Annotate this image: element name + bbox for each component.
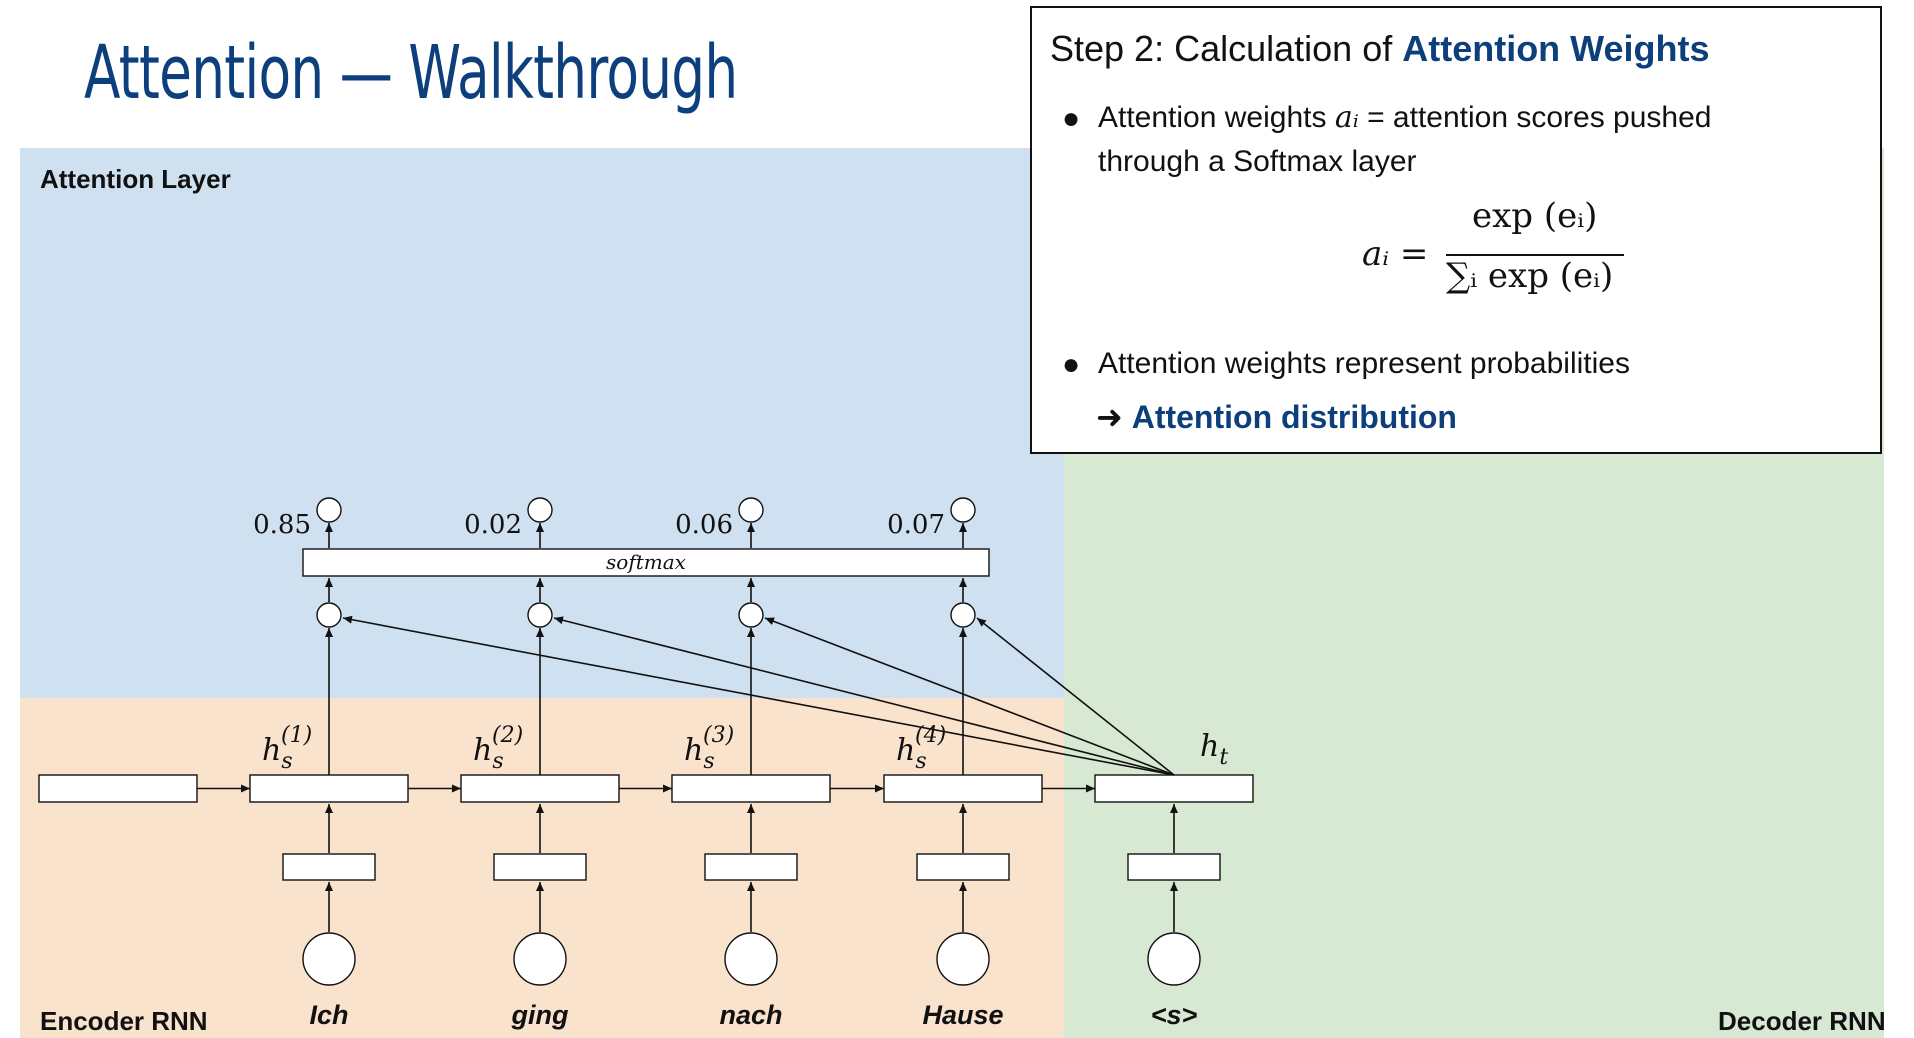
- attention-score-circle: [527, 602, 553, 628]
- encoder-rnn-label: Encoder RNN: [40, 1006, 208, 1036]
- bullet-dot-2: ●: [1062, 348, 1081, 381]
- formula-numerator: exp (eᵢ): [1472, 196, 1598, 236]
- input-token-circle: [513, 932, 567, 986]
- arrow-right-icon: ➜: [1096, 399, 1123, 435]
- decoder-query-arrow: [553, 616, 1175, 776]
- attention-score-circle: [316, 602, 342, 628]
- softmax-box: [302, 548, 990, 577]
- embedding-box: [704, 853, 798, 881]
- bullet1-var: aᵢ: [1334, 100, 1359, 135]
- input-token-circle: [1147, 932, 1201, 986]
- attention-weight-value: 0.85: [253, 510, 311, 540]
- input-word-4: Hause: [922, 1000, 1004, 1030]
- decoder-rnn-label: Decoder RNN: [1718, 1006, 1886, 1036]
- decoder-query-arrow: [764, 617, 1175, 776]
- bullet1-post: = attention scores pushed: [1358, 101, 1712, 134]
- conclusion-line: ➜ Attention distribution: [1096, 398, 1457, 436]
- step-panel: Step 2: Calculation of Attention Weights…: [1030, 6, 1882, 454]
- formula-denominator: ∑ᵢ exp (eᵢ): [1446, 256, 1614, 296]
- decoder-input-word: <s>: [1150, 1000, 1198, 1030]
- attention-weight-circle: [316, 497, 342, 523]
- decoder-region-right-strip: [1884, 148, 1914, 1038]
- encoder-state-superscript: (3): [703, 723, 734, 748]
- softmax-label: softmax: [606, 550, 686, 574]
- decoder-state-box: [1094, 774, 1254, 803]
- formula-fraction-bar: [1446, 254, 1624, 256]
- embedding-box: [493, 853, 587, 881]
- panel-heading: Step 2: Calculation of Attention Weights: [1050, 28, 1710, 70]
- attention-score-circle: [738, 602, 764, 628]
- encoder-state-box: [460, 774, 620, 803]
- attention-weight-circle: [527, 497, 553, 523]
- input-word-3: nach: [719, 1000, 783, 1030]
- diagram-shapes: softmax0.85hs(1)0.02hs(2)0.06hs(3)0.07hs…: [38, 497, 1254, 986]
- encoder-state-box: [883, 774, 1043, 803]
- encoder-init-state-box: [38, 774, 198, 803]
- page-title: Attention — Walkthrough: [84, 30, 738, 116]
- encoder-state-superscript: (4): [915, 723, 946, 748]
- encoder-state-box: [671, 774, 831, 803]
- panel-heading-prefix: Step 2: Calculation of: [1050, 28, 1403, 69]
- attention-weight-value: 0.07: [887, 510, 945, 540]
- input-token-circle: [724, 932, 778, 986]
- attention-weight-value: 0.06: [675, 510, 733, 540]
- decoder-query-arrow: [342, 615, 1175, 776]
- input-word-2: ging: [511, 1000, 569, 1030]
- embedding-box: [1127, 853, 1221, 881]
- input-word-1: Ich: [309, 1000, 349, 1030]
- encoder-state-superscript: (2): [492, 723, 523, 748]
- attention-layer-label: Attention Layer: [40, 164, 231, 194]
- bullet-text-1: Attention weights aᵢ = attention scores …: [1098, 96, 1711, 184]
- encoder-state-superscript: (1): [281, 723, 312, 748]
- bullet1-pre: Attention weights: [1098, 101, 1335, 134]
- bullet-dot-1: ●: [1062, 102, 1081, 135]
- input-token-circle: [936, 932, 990, 986]
- input-token-circle: [302, 932, 356, 986]
- bullet1-line2: through a Softmax layer: [1098, 145, 1417, 178]
- panel-heading-highlight: Attention Weights: [1402, 28, 1710, 69]
- attention-weight-circle: [950, 497, 976, 523]
- embedding-box: [916, 853, 1010, 881]
- attention-score-circle: [950, 602, 976, 628]
- conclusion-text: Attention distribution: [1131, 399, 1457, 435]
- formula-lhs: aᵢ =: [1362, 234, 1429, 274]
- attention-weight-circle: [738, 497, 764, 523]
- attention-weight-value: 0.02: [464, 510, 522, 540]
- embedding-box: [282, 853, 376, 881]
- decoder-query-arrow: [976, 617, 1175, 776]
- bullet-text-2: Attention weights represent probabilitie…: [1098, 347, 1630, 380]
- encoder-state-box: [249, 774, 409, 803]
